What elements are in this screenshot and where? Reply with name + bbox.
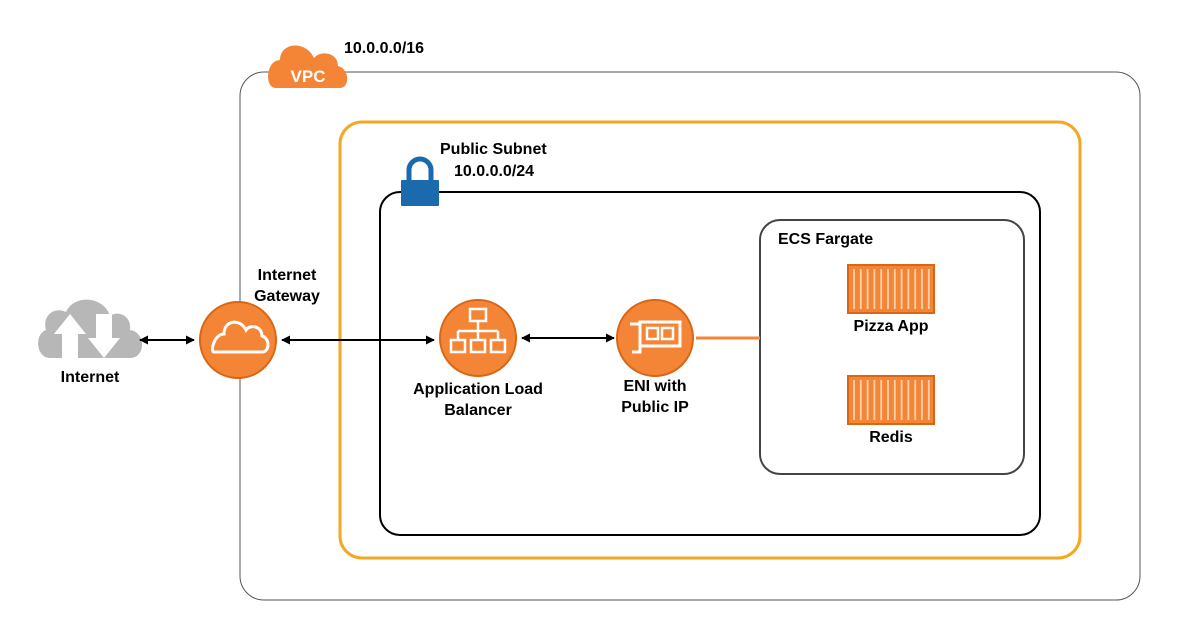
vpc-badge-label: VPC <box>291 67 326 86</box>
pizza-app-label: Pizza App <box>853 318 929 335</box>
eni-icon <box>616 299 694 377</box>
redis-label: Redis <box>869 429 913 446</box>
subnet-title: Public Subnet <box>440 141 547 158</box>
upload-arrow-icon <box>54 314 86 360</box>
eni-label: ENI with Public IP <box>600 376 710 418</box>
load-balancer-label-line2: Balancer <box>444 402 512 419</box>
eni-label-line2: Public IP <box>621 399 689 416</box>
vpc-cloud-icon: VPC <box>268 45 348 88</box>
internet-gateway-label-line2: Gateway <box>254 288 320 305</box>
subnet-inner-box <box>379 191 1041 536</box>
eni-label-line1: ENI with <box>623 378 687 395</box>
vpc-cidr-label: 10.0.0.0/16 <box>344 40 424 57</box>
subnet-cidr: 10.0.0.0/24 <box>454 163 535 180</box>
internet-cloud-icon <box>38 299 142 360</box>
internet-gateway-label-line1: Internet <box>257 267 317 284</box>
internet-label: Internet <box>60 369 120 386</box>
load-balancer-label-line1: Application Load <box>413 381 543 398</box>
internet-gateway-icon <box>199 301 277 379</box>
redis-container-icon <box>847 375 935 425</box>
pizza-app-container-icon <box>847 264 935 314</box>
load-balancer-icon <box>439 299 517 377</box>
lock-icon <box>401 156 439 206</box>
load-balancer-label: Application Load Balancer <box>388 379 568 421</box>
internet-gateway-label: Internet Gateway <box>228 265 346 307</box>
ecs-fargate-title: ECS Fargate <box>778 231 874 248</box>
download-arrow-icon <box>88 314 120 358</box>
ecs-fargate-cluster-box <box>759 219 1025 475</box>
